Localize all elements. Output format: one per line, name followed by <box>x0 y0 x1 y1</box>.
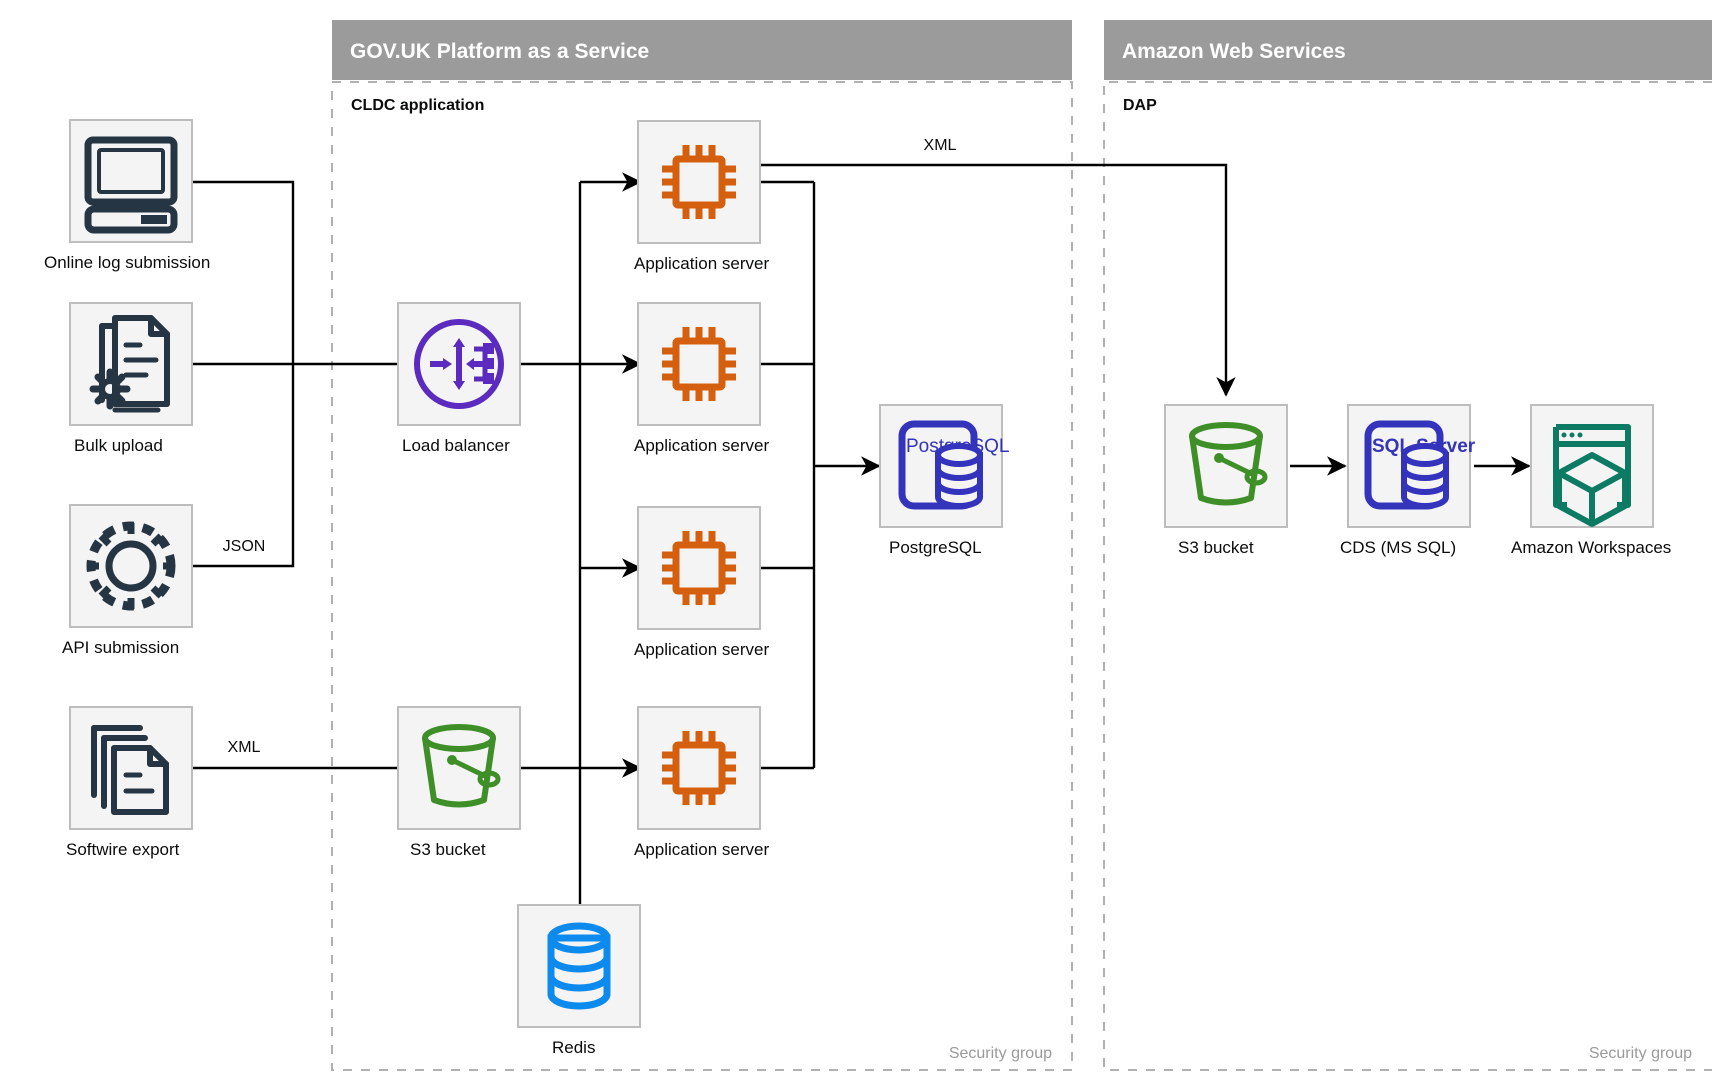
redis-database-icon <box>547 922 611 1010</box>
node-application-server-2[interactable]: Application server <box>634 302 769 455</box>
zone-title-paas: GOV.UK Platform as a Service <box>350 40 649 63</box>
cpu-chip-icon <box>662 731 736 805</box>
s3-bucket-icon <box>1189 422 1268 506</box>
node-label-bulk-upload: Bulk upload <box>74 436 163 455</box>
cpu-chip-icon <box>662 145 736 219</box>
node-redis[interactable]: Redis <box>517 904 641 1057</box>
sql-server-icon: SQL Server <box>1364 420 1476 510</box>
edge-online-log-to-lb <box>193 180 295 364</box>
node-box-app-server-4 <box>637 706 761 830</box>
node-box-app-server-1 <box>637 120 761 244</box>
cpu-chip-icon <box>662 327 736 401</box>
node-label-load-balancer: Load balancer <box>402 436 510 455</box>
edge-label-json: JSON <box>223 538 266 555</box>
node-label-api-submission: API submission <box>62 638 179 657</box>
edge-api-submission-to-lb <box>193 364 295 568</box>
node-label-app-server-4: Application server <box>634 840 769 859</box>
node-label-s3-paas: S3 bucket <box>410 840 486 859</box>
node-label-app-server-3: Application server <box>634 640 769 659</box>
node-api-submission[interactable]: API submission <box>62 504 193 657</box>
postgresql-icon: PostgreSQL <box>898 420 1010 510</box>
edge-label-xml-appserver: XML <box>924 137 957 154</box>
amazon-workspaces-icon <box>1553 424 1631 527</box>
load-balancer-icon <box>414 319 504 409</box>
connectors: JSON XML XML <box>193 137 1531 905</box>
node-box-app-server-2 <box>637 302 761 426</box>
gear-icon <box>86 521 176 611</box>
node-amazon-workspaces[interactable]: Amazon Workspaces <box>1511 404 1671 557</box>
node-softwire-export[interactable]: Softwire export <box>66 706 193 859</box>
node-label-redis: Redis <box>552 1038 595 1057</box>
node-load-balancer[interactable]: Load balancer <box>397 302 521 455</box>
node-s3-bucket-aws[interactable]: S3 bucket <box>1164 404 1288 557</box>
node-label-app-server-1: Application server <box>634 254 769 273</box>
s3-bucket-icon <box>422 724 501 808</box>
node-application-server-4[interactable]: Application server <box>634 706 769 859</box>
node-application-server-3[interactable]: Application server <box>634 506 769 659</box>
node-online-log-submission[interactable]: Online log submission <box>44 119 210 272</box>
group-title-dap: DAP <box>1123 97 1157 114</box>
zone-title-band-aws <box>1104 20 1712 80</box>
node-label-softwire-export: Softwire export <box>66 840 180 859</box>
group-title-cldc: CLDC application <box>351 97 484 114</box>
node-label-cds: CDS (MS SQL) <box>1340 538 1456 557</box>
node-box-app-server-3 <box>637 506 761 630</box>
node-bulk-upload[interactable]: Bulk upload <box>69 302 193 455</box>
node-label-workspaces: Amazon Workspaces <box>1511 538 1671 557</box>
node-label-app-server-2: Application server <box>634 436 769 455</box>
node-s3-bucket-paas[interactable]: S3 bucket <box>397 706 521 859</box>
desktop-computer-icon <box>84 136 178 234</box>
security-group-label-paas: Security group <box>949 1045 1052 1062</box>
security-group-label-aws: Security group <box>1589 1045 1692 1062</box>
node-label-s3-aws: S3 bucket <box>1178 538 1254 557</box>
documents-gear-icon <box>89 315 170 413</box>
document-stack-icon <box>91 725 169 815</box>
node-cds-ms-sql[interactable]: SQL Server CDS (MS SQL) <box>1340 404 1476 557</box>
edge-label-xml-softwire: XML <box>228 739 261 756</box>
node-application-server-1[interactable]: Application server <box>634 120 769 273</box>
zone-govuk-paas: GOV.UK Platform as a Service CLDC applic… <box>331 20 1073 1071</box>
node-label-online-log: Online log submission <box>44 253 210 272</box>
edge-app-server-to-s3-aws-xml <box>760 163 1236 397</box>
zone-aws: Amazon Web Services DAP Security group <box>1103 20 1712 1071</box>
zone-boundary-aws <box>1103 81 1712 1071</box>
node-label-postgresql: PostgreSQL <box>889 538 982 557</box>
node-postgresql[interactable]: PostgreSQL PostgreSQL <box>879 404 1010 557</box>
zone-title-aws: Amazon Web Services <box>1122 40 1346 63</box>
zone-title-band-paas <box>332 20 1072 80</box>
cpu-chip-icon <box>662 531 736 605</box>
